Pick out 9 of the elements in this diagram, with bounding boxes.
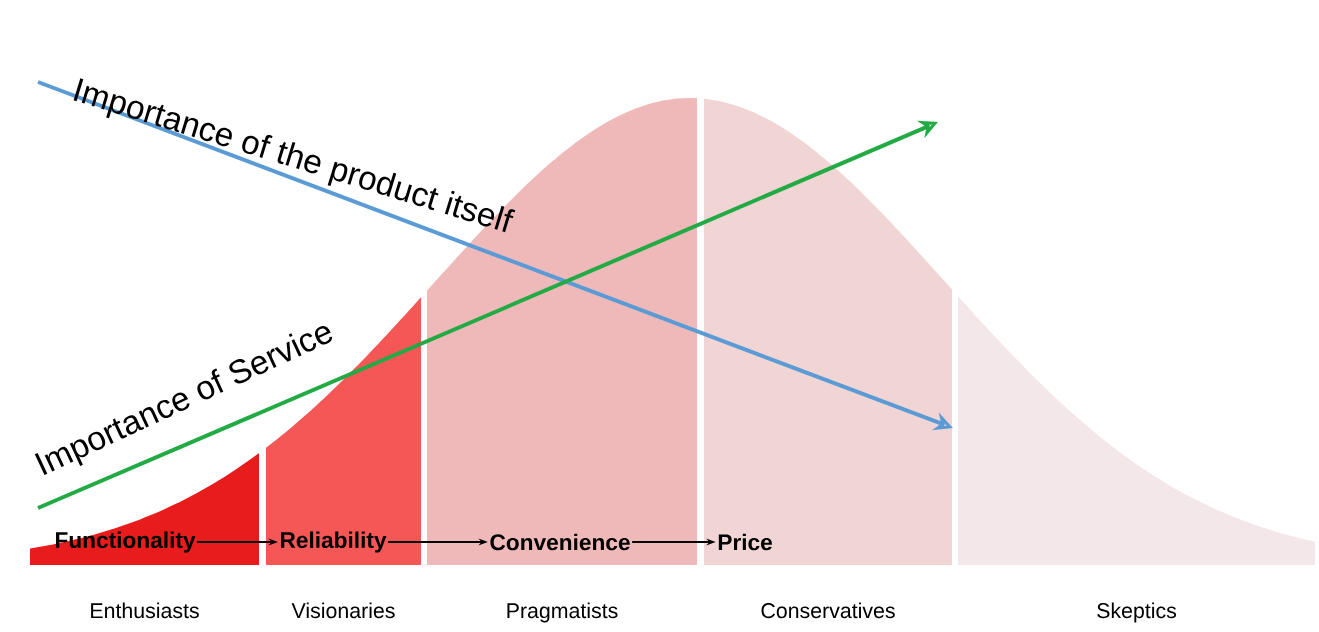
segment-label: Skeptics	[1097, 602, 1177, 623]
stage-word: Price	[718, 533, 772, 551]
stage-word: Convenience	[490, 533, 630, 551]
segment-label: Enthusiasts	[91, 602, 199, 619]
segment-label: Visionaries	[291, 602, 395, 619]
stage-word: Reliability	[281, 531, 387, 553]
stage-word: Functionality	[56, 531, 196, 553]
segment-label: Conservatives	[761, 602, 895, 619]
segment-label: Pragmatists	[507, 602, 618, 623]
